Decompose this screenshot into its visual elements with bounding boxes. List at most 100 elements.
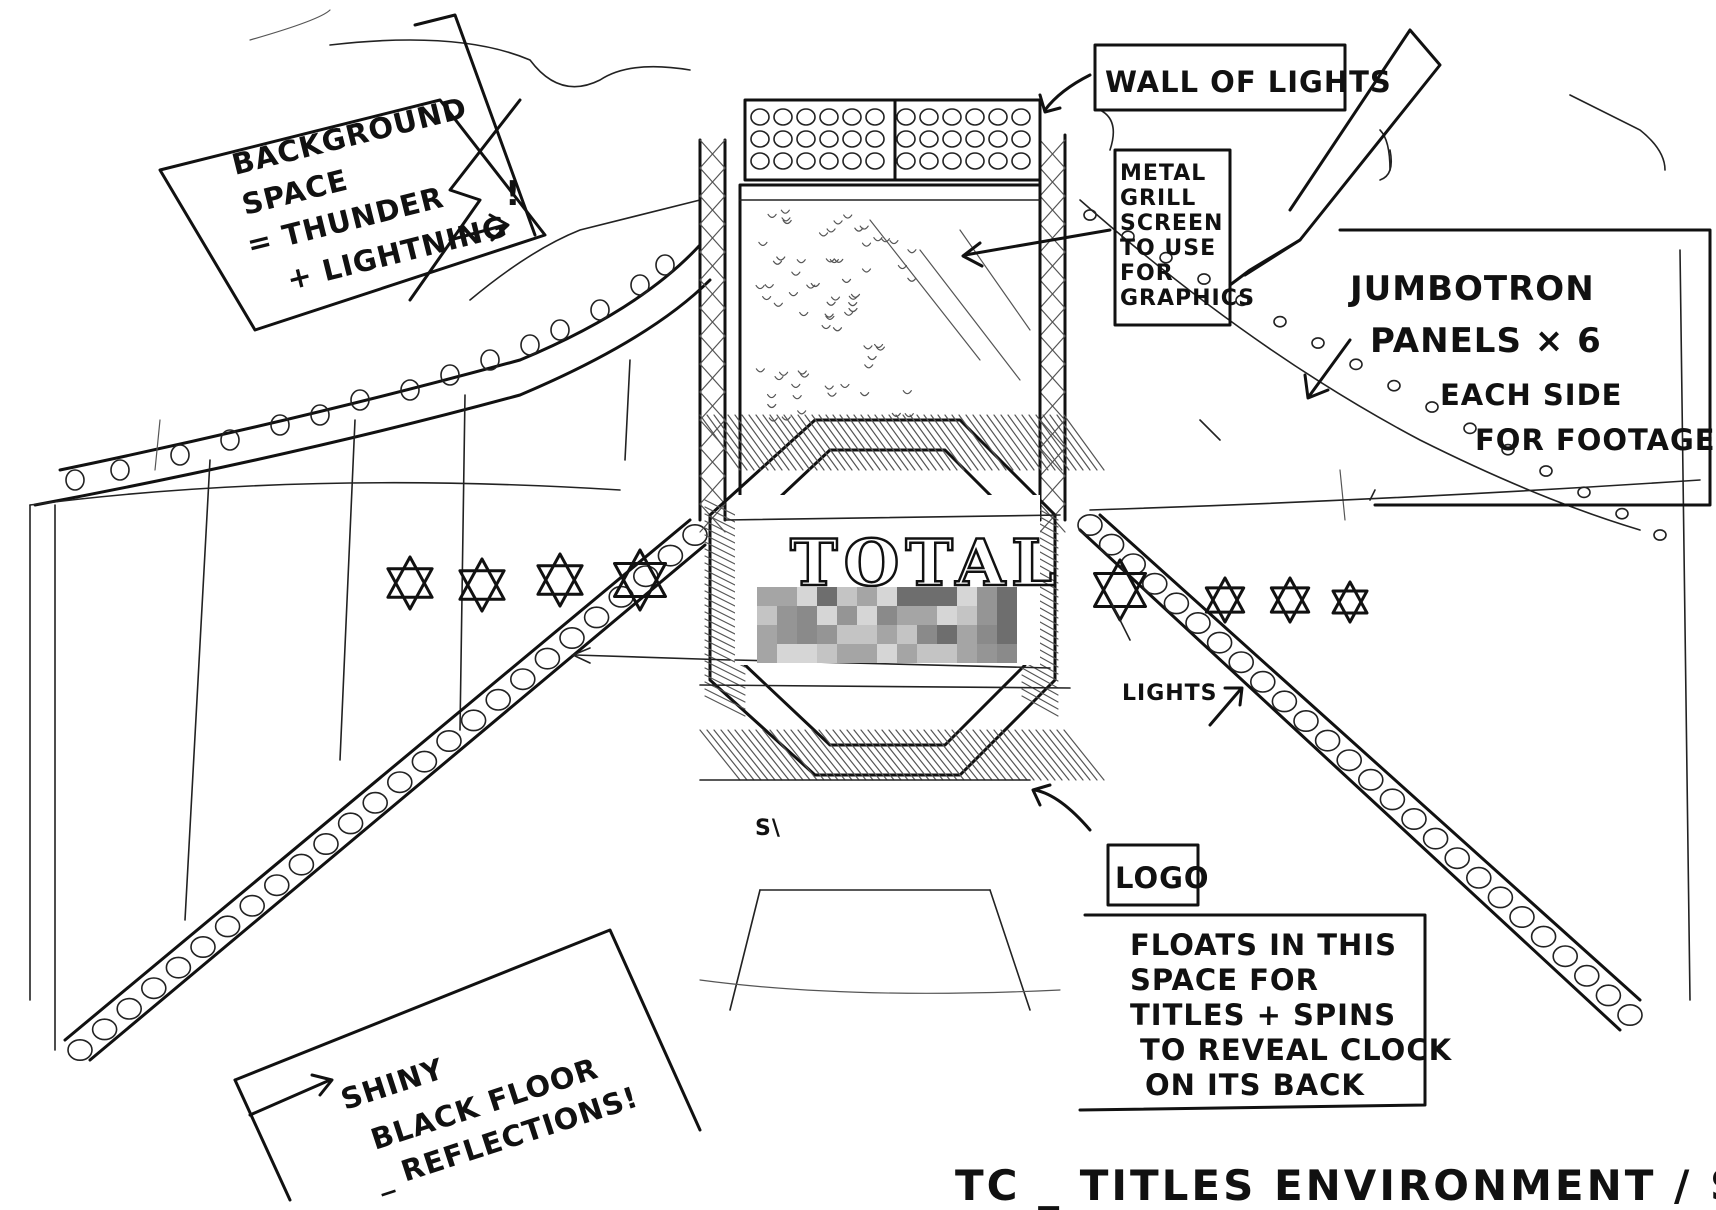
bulb xyxy=(988,130,1008,148)
logo-note-line-5: ON ITS BACK xyxy=(1145,1068,1365,1102)
exclamation-icon: ! xyxy=(505,174,522,214)
bulb xyxy=(534,647,561,670)
bulb xyxy=(1422,827,1449,850)
bulb xyxy=(773,130,793,148)
bulb xyxy=(1163,592,1190,615)
wall-of-lights-text: WALL OF LIGHTS xyxy=(1105,65,1392,99)
jumbotron-line-4: FOR FOOTAGE xyxy=(1475,423,1716,457)
bulb xyxy=(1574,964,1600,987)
bulb xyxy=(67,1039,93,1062)
bulb xyxy=(819,152,839,170)
bulb xyxy=(263,874,290,897)
star-row xyxy=(386,548,1369,624)
bulb xyxy=(1083,209,1097,221)
bulb xyxy=(988,152,1008,170)
bulb xyxy=(773,108,793,126)
bulb xyxy=(170,444,190,466)
bulb xyxy=(1271,690,1298,713)
jumbotron-line-1: JUMBOTRON xyxy=(1348,269,1595,309)
bulb xyxy=(1509,905,1535,928)
bulb xyxy=(1121,230,1135,243)
star-icon xyxy=(458,557,506,601)
bulb xyxy=(1142,572,1168,595)
arrow-icon xyxy=(1033,788,1092,832)
bulb xyxy=(796,152,816,170)
bulb xyxy=(141,977,167,1000)
logo-note-line-1: FLOATS IN THIS xyxy=(1130,928,1397,962)
background-label-line-1: BACKGROUND xyxy=(228,91,470,182)
logo-note-line-3: TITLES + SPINS xyxy=(1130,998,1396,1032)
bulb xyxy=(750,152,770,170)
bulb xyxy=(310,404,330,426)
jumbotron-line-3: EACH SIDE xyxy=(1440,378,1622,412)
bulb xyxy=(1314,729,1341,752)
star-icon xyxy=(1204,576,1246,614)
bulb xyxy=(91,1018,118,1041)
bulb xyxy=(350,389,370,411)
arrow-icon xyxy=(1043,73,1092,112)
left-light-truss xyxy=(33,243,712,507)
bulb xyxy=(842,108,862,126)
bulb xyxy=(520,334,540,356)
bulb xyxy=(1011,152,1031,170)
bulb xyxy=(1466,866,1492,889)
bulb xyxy=(313,832,339,855)
bulb xyxy=(842,152,862,170)
bulb xyxy=(270,414,290,436)
bulb xyxy=(865,130,885,148)
bulb xyxy=(559,626,585,649)
background-label-box: BACKGROUND SPACE = THUNDER + LIGHTNING ! xyxy=(158,13,547,332)
bulb xyxy=(1159,251,1173,264)
bulb xyxy=(1501,443,1515,456)
bulb xyxy=(400,379,420,401)
bulb xyxy=(411,750,438,773)
bulb xyxy=(440,364,460,386)
metal-grill-line-3: SCREEN xyxy=(1120,211,1223,236)
bulb xyxy=(480,349,500,371)
bulb xyxy=(1185,611,1211,634)
arrow-icon xyxy=(963,228,1112,257)
bulb xyxy=(190,935,216,958)
bulb xyxy=(1077,513,1103,536)
bulb xyxy=(1387,379,1401,392)
bulb xyxy=(583,606,610,629)
bulb xyxy=(796,108,816,126)
bulb xyxy=(239,894,265,917)
bulb xyxy=(590,299,610,321)
bulb xyxy=(773,152,793,170)
arrow-icon xyxy=(1208,688,1242,727)
bulb xyxy=(165,956,192,979)
star-icon xyxy=(613,548,667,598)
metal-grill-line-4: TO USE xyxy=(1120,236,1216,261)
bulb xyxy=(288,853,315,876)
bulb xyxy=(1228,651,1254,674)
bulb xyxy=(965,152,985,170)
bulb xyxy=(1358,768,1384,791)
bulb xyxy=(988,108,1008,126)
bulb xyxy=(362,791,389,814)
floor-stage-outline: S\ xyxy=(699,816,1061,1011)
left-floor-truss xyxy=(63,518,708,1062)
bulb xyxy=(630,274,650,296)
bulb xyxy=(1235,294,1249,307)
bulb xyxy=(1011,130,1031,148)
bulb xyxy=(1401,807,1427,830)
annotation-arrows xyxy=(248,28,1442,1117)
octagon-logo: TOTAL xyxy=(699,414,1105,781)
bulb xyxy=(682,523,708,546)
bulb xyxy=(485,688,512,711)
bulb xyxy=(1463,422,1477,435)
bulb xyxy=(1552,945,1578,968)
star-icon xyxy=(1093,558,1147,608)
bulb xyxy=(819,108,839,126)
bulb xyxy=(220,429,240,451)
bulb xyxy=(214,915,241,938)
right-floor-truss xyxy=(1077,513,1643,1032)
background-sky-lines xyxy=(249,9,1666,301)
bulb xyxy=(1336,749,1362,772)
bulb xyxy=(1487,886,1514,909)
metal-grill-screen xyxy=(738,183,1042,522)
arrow-icon xyxy=(1308,338,1352,397)
floor-mark: S\ xyxy=(755,816,781,841)
bulb xyxy=(1617,1003,1643,1026)
